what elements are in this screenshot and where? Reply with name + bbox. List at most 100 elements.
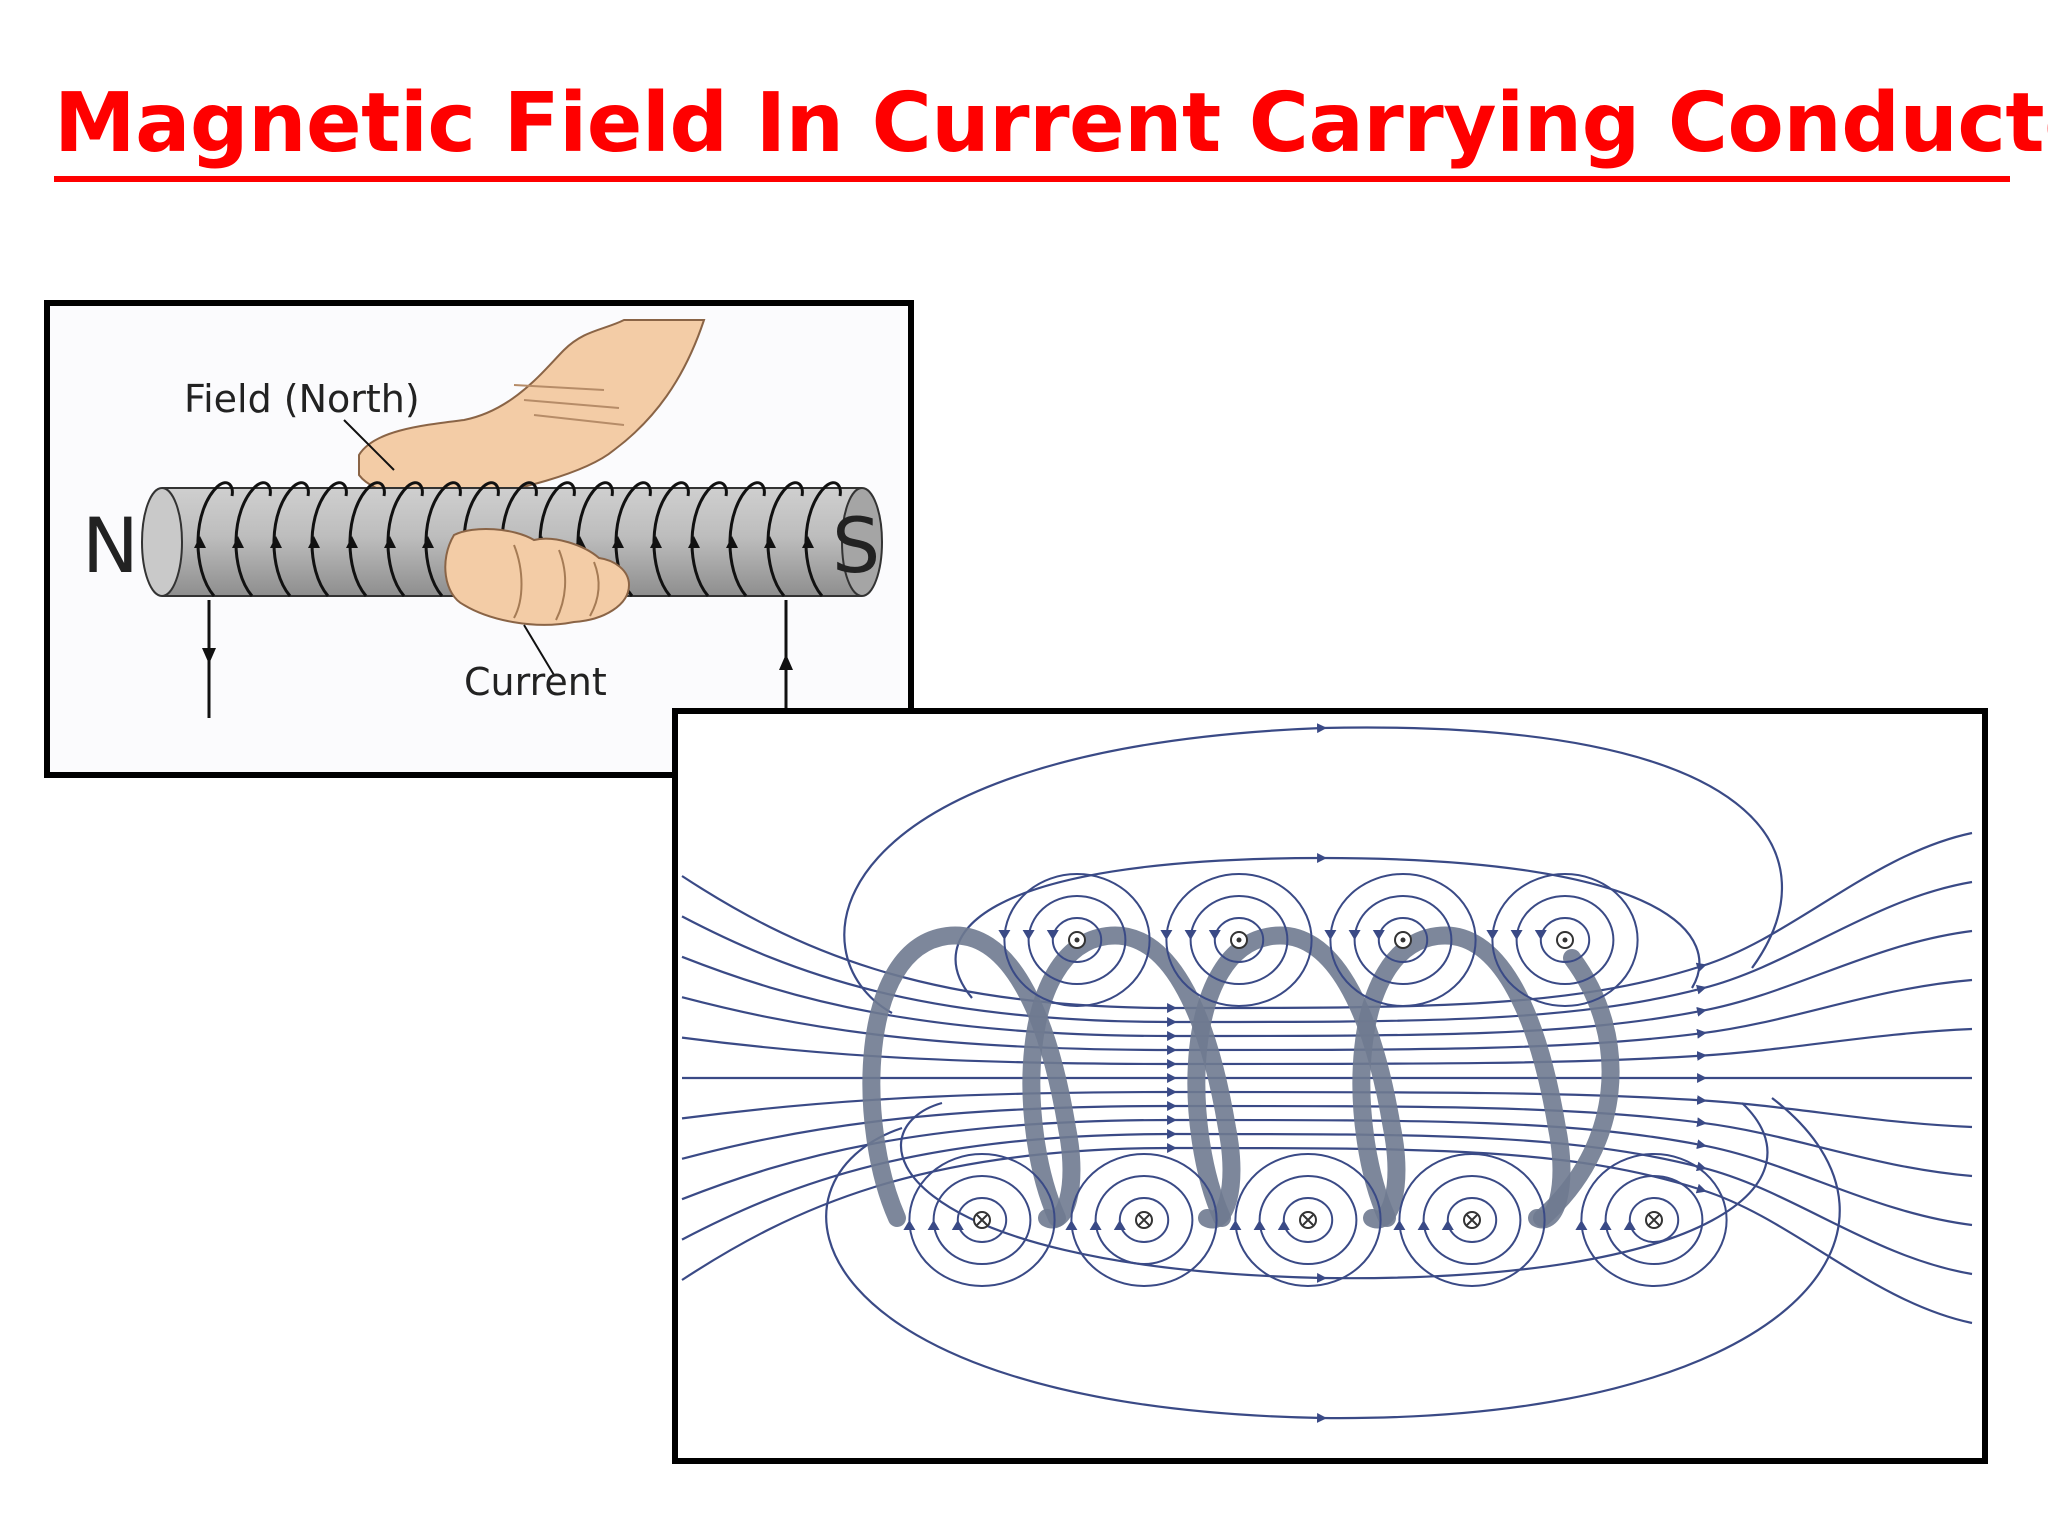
coil-turn-arrow [802, 536, 814, 548]
wire-field-loops [903, 873, 1728, 1287]
coil-turn [272, 481, 310, 597]
coil-turn [728, 481, 766, 597]
wire-turn [1187, 926, 1406, 1229]
coil-turn [310, 481, 348, 597]
field-loop-arrow [951, 1220, 964, 1230]
field-loop-arrow [1253, 1220, 1266, 1230]
current-out-dot [1236, 937, 1242, 943]
field-loop-arrow [1575, 1220, 1588, 1230]
field-loop-arrow [1623, 1220, 1636, 1230]
coil-turn-arrow [308, 536, 320, 548]
field-loop-arrow [1089, 1220, 1102, 1230]
coil-turn-arrow [194, 536, 206, 548]
current-in-cross [1138, 1214, 1150, 1226]
field-loop [1070, 1153, 1218, 1287]
field-loop-arrow [1022, 930, 1035, 940]
field-line [681, 1087, 1973, 1129]
field-line [843, 723, 1783, 1014]
field-loop-arrow [1348, 930, 1361, 940]
field-loop-arrow [1510, 930, 1523, 940]
field-lines-drawing [672, 708, 1988, 1464]
coil-turn-arrow [384, 536, 396, 548]
field-loop-arrow [1229, 1220, 1242, 1230]
field-loop-arrow [1417, 1220, 1430, 1230]
coil-turn [424, 481, 462, 597]
field-loop-arrow [1324, 930, 1337, 940]
field-loop-arrow [927, 1220, 940, 1230]
coil-turn [690, 481, 728, 597]
field-loop-arrow [903, 1220, 916, 1230]
field-loop [1282, 1197, 1334, 1243]
coil-turn-arrow [688, 536, 700, 548]
wire-end [1533, 949, 1620, 1227]
solenoid-field-lines-figure [672, 708, 1988, 1464]
field-loop-arrow [1441, 1220, 1454, 1230]
field-loop-arrow [1599, 1220, 1612, 1230]
coil-turn-arrow [612, 536, 624, 548]
coil-turn [234, 481, 272, 597]
field-line [681, 1115, 1973, 1227]
coil-turn [196, 481, 234, 597]
helical-wire [862, 926, 1620, 1229]
coil-turn-arrow [270, 536, 282, 548]
field-loop [1377, 917, 1429, 963]
field-pointer [343, 419, 395, 471]
field-loop [908, 1153, 1056, 1287]
lead-right-arrow [779, 654, 793, 670]
wire-turn [1352, 926, 1571, 1229]
field-loop [1094, 1175, 1194, 1265]
core-end-left [141, 487, 183, 597]
solenoid-hand-figure: Field (North) Current N S [44, 300, 914, 778]
title-underline [54, 176, 2010, 182]
coil-turn [348, 481, 386, 597]
field-loop-arrow [1113, 1220, 1126, 1230]
current-pointer [523, 624, 555, 676]
current-direction-markers [973, 931, 1663, 1229]
field-line [825, 1097, 1841, 1423]
north-pole-label: N [82, 501, 139, 590]
field-loop-arrow [1393, 1220, 1406, 1230]
wire-turn [862, 926, 1081, 1229]
field-loop [1003, 873, 1151, 1007]
coil-turn [804, 481, 842, 597]
solenoid-hand-drawing: Field (North) Current N S [44, 300, 914, 778]
coil-turn-arrow [346, 536, 358, 548]
coil-turn [386, 481, 424, 597]
current-label: Current [464, 660, 607, 704]
field-loop [1027, 895, 1127, 985]
field-loop [1165, 873, 1313, 1007]
field-line [681, 1027, 1973, 1069]
field-loop [1446, 1197, 1498, 1243]
coil-turn-arrow [726, 536, 738, 548]
field-loop [932, 1175, 1032, 1265]
field-loop-arrow [1372, 930, 1385, 940]
field-loop-arrow [1184, 930, 1197, 940]
field-line [681, 1129, 1973, 1276]
slide-title: Magnetic Field In Current Carrying Condu… [54, 76, 2048, 171]
current-in-cross [1302, 1214, 1314, 1226]
current-out-dot [1074, 937, 1080, 943]
field-loop [1213, 917, 1265, 963]
hand-fingers [444, 527, 631, 626]
field-loop [1118, 1197, 1170, 1243]
field-loop-arrow [1486, 930, 1499, 940]
lead-left-arrow [202, 648, 216, 664]
field-loop [1628, 1197, 1680, 1243]
field-loop-arrow [1534, 930, 1547, 940]
coil-turn [766, 481, 804, 597]
south-pole-label: S [832, 501, 880, 590]
field-loop-arrow [1208, 930, 1221, 940]
finger-creases [513, 544, 600, 621]
coil-turn-arrow [764, 536, 776, 548]
field-loop-arrow [1046, 930, 1059, 940]
current-in-cross [1466, 1214, 1478, 1226]
field-line [681, 978, 1973, 1055]
field-line [681, 1143, 1973, 1325]
field-loop-arrow [1277, 1220, 1290, 1230]
wire-turn [1022, 926, 1241, 1229]
magnetic-field-lines [681, 723, 1973, 1423]
current-in-cross [1648, 1214, 1660, 1226]
current-in-cross [976, 1214, 988, 1226]
field-loop [1051, 917, 1103, 963]
field-loop-arrow [998, 930, 1011, 940]
